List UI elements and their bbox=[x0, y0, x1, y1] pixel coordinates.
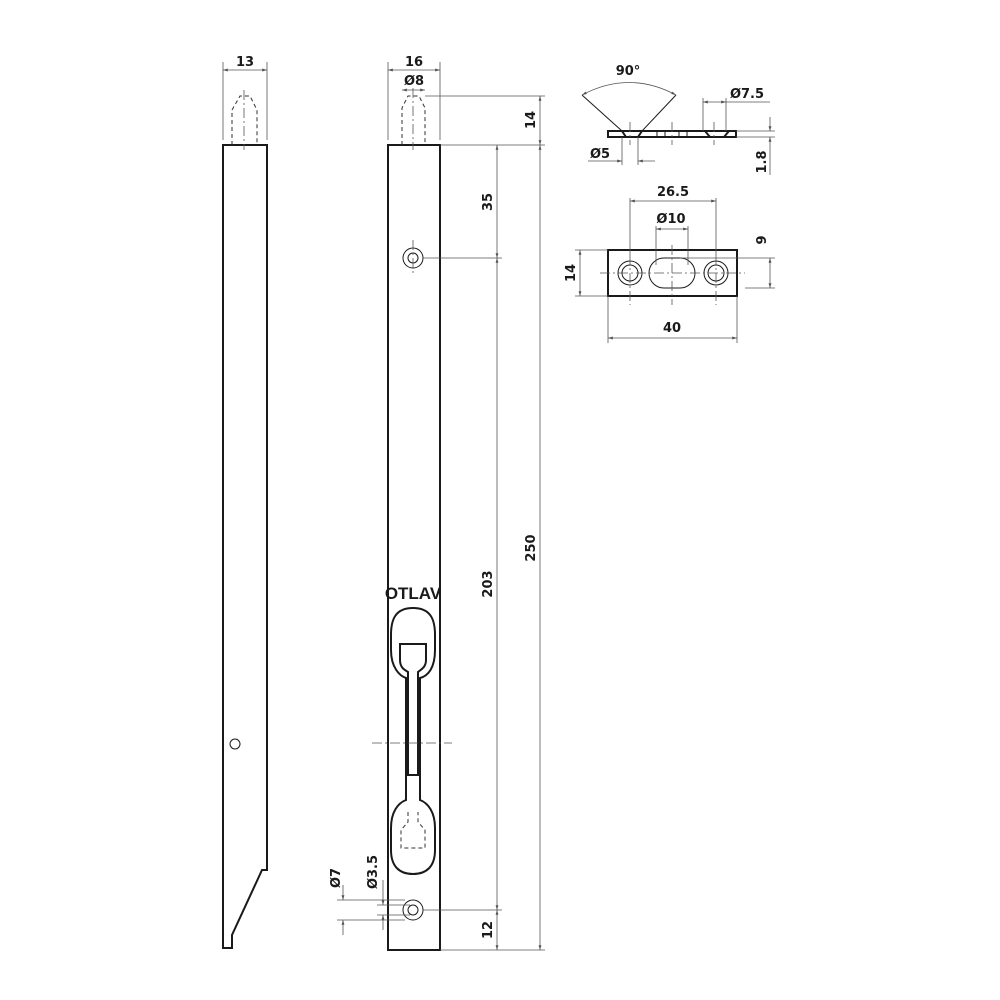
dim-side-width: 13 bbox=[236, 55, 254, 70]
dim-pin-diameter: Ø8 bbox=[404, 74, 424, 89]
dim-pin-length: 14 bbox=[524, 111, 539, 129]
dim-hole-spacing: 203 bbox=[481, 570, 496, 597]
dim-keeper-length: 40 bbox=[663, 321, 681, 336]
dim-front-width: 16 bbox=[405, 55, 423, 70]
dim-countersink-diameter: Ø7 bbox=[329, 868, 344, 888]
dim-keeper-hole-diameter: Ø5 bbox=[590, 147, 610, 162]
bottom-screw-hole bbox=[402, 899, 424, 921]
keeper-side-view: 90° Ø5 Ø7.5 1.8 bbox=[581, 64, 775, 175]
brand-logo: OTLAV bbox=[385, 584, 442, 603]
keeper-front-view: 26.5 Ø10 14 9 40 bbox=[564, 185, 775, 343]
dim-keeper-bolt-hole: Ø10 bbox=[656, 212, 685, 227]
dim-keeper-hole-spacing: 26.5 bbox=[657, 185, 689, 200]
dim-hole-offset-bottom: 12 bbox=[481, 921, 496, 939]
dim-keeper-thickness: 1.8 bbox=[755, 150, 770, 173]
dim-keeper-countersink-diameter: Ø7.5 bbox=[730, 87, 764, 102]
dim-overall-length: 250 bbox=[524, 534, 539, 561]
dim-countersink-angle: 90° bbox=[616, 64, 641, 79]
dim-hole-offset-top: 35 bbox=[481, 193, 496, 211]
side-screw-hole bbox=[229, 738, 241, 750]
dim-keeper-center-offset: 9 bbox=[755, 235, 770, 244]
front-view: OTLAV 16 Ø8 35 203 12 14 250 bbox=[329, 55, 545, 951]
dim-hole-diameter: Ø3.5 bbox=[366, 855, 381, 889]
dim-keeper-height: 14 bbox=[564, 264, 579, 282]
side-view: 13 bbox=[222, 55, 268, 949]
